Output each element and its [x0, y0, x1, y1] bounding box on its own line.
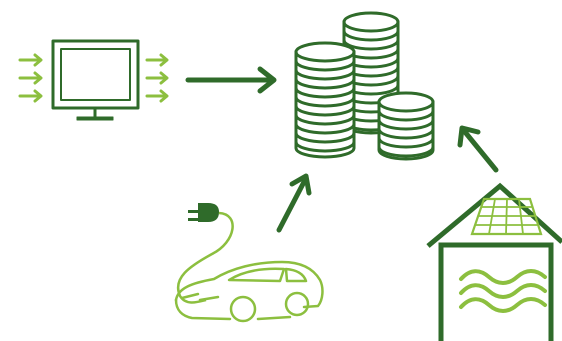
- coin-edge: [377, 137, 435, 149]
- electric-car-icon: [174, 260, 324, 323]
- main-arrows: [185, 66, 499, 233]
- solar-house-icon: [426, 182, 562, 341]
- coin-edge: [294, 114, 356, 126]
- coin-edge: [294, 141, 356, 153]
- coin-edge: [342, 30, 400, 42]
- monitor-icon: [51, 39, 140, 121]
- coin-edge: [294, 78, 356, 90]
- plug-icon: [188, 203, 219, 222]
- coin-edge: [294, 123, 356, 135]
- coin-edge: [377, 110, 435, 122]
- coin-edge: [342, 39, 400, 51]
- coin-top: [294, 41, 356, 63]
- house-roof: [426, 182, 562, 248]
- solar-panel: [470, 197, 543, 236]
- coin-edge: [294, 69, 356, 81]
- coin-edge: [377, 119, 435, 131]
- coin-top: [342, 11, 400, 33]
- monitor-group: [18, 39, 169, 121]
- heat-waves-icon: [459, 269, 547, 313]
- coin-edge: [294, 96, 356, 108]
- coin-top: [377, 91, 435, 113]
- charging-cable: [177, 211, 234, 304]
- coin-edge: [294, 132, 356, 144]
- coin-stack: [294, 41, 356, 159]
- arrow-monitor-to-coins: [185, 66, 277, 94]
- arrow-house-to-coins: [457, 125, 499, 173]
- house-walls: [438, 242, 554, 341]
- coin-stacks-icon: [294, 11, 435, 161]
- output-arrows: [145, 53, 169, 103]
- coin-stack: [377, 91, 435, 161]
- input-arrows: [18, 53, 43, 103]
- coin-edge: [377, 128, 435, 140]
- coin-edge: [294, 105, 356, 117]
- arrow-car-to-coins: [276, 173, 312, 233]
- coin-edge: [294, 87, 356, 99]
- coin-edge: [294, 60, 356, 72]
- coin-edge: [377, 146, 435, 158]
